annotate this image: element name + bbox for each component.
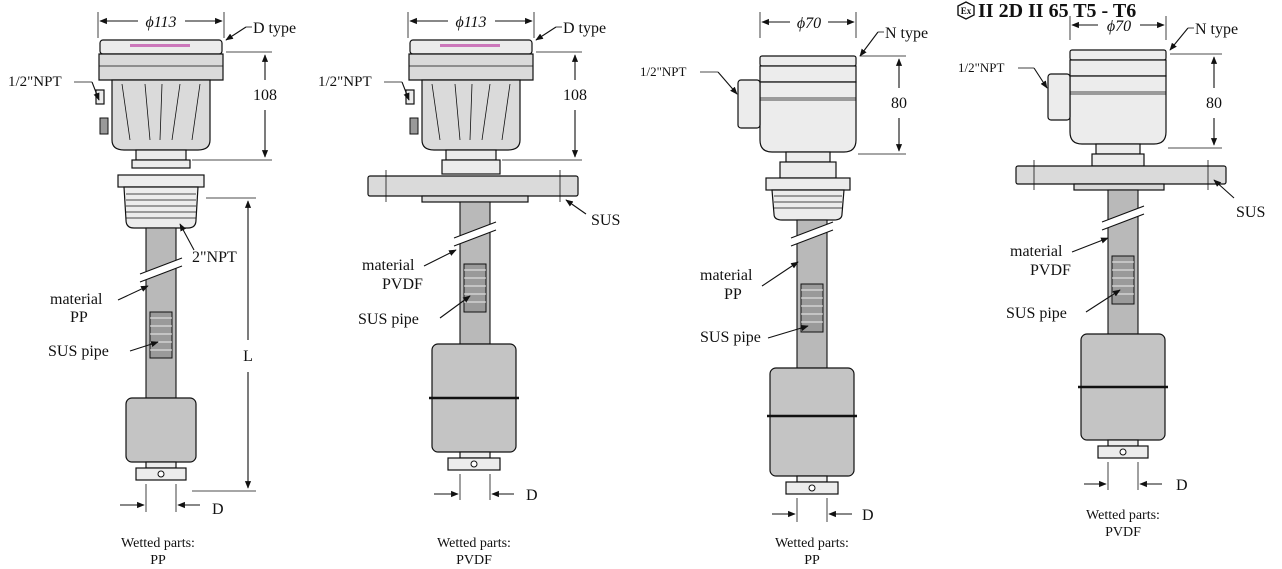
head-height-label: 80 bbox=[891, 95, 907, 112]
rod bbox=[790, 219, 834, 369]
diameter-label: ϕ113 bbox=[145, 14, 176, 31]
head-height-label: 108 bbox=[563, 87, 587, 104]
head-height-label: 80 bbox=[1206, 95, 1222, 112]
variant-d-type-pvdf: ϕ113 D type 1/2"NPT 108 bbox=[318, 12, 620, 568]
float bbox=[1078, 333, 1168, 459]
wetted-parts-label: Wetted parts: bbox=[1086, 508, 1160, 523]
wetted-parts-label: Wetted parts: bbox=[121, 536, 195, 551]
pipe-label: SUS pipe bbox=[700, 329, 761, 346]
pipe-label: SUS pipe bbox=[48, 343, 109, 360]
wetted-parts-material: PP bbox=[804, 553, 820, 568]
sus-flange bbox=[367, 170, 579, 203]
d-type-housing bbox=[95, 39, 224, 169]
wetted-parts-label: Wetted parts: bbox=[437, 536, 511, 551]
conduit-label: 1/2"NPT bbox=[8, 74, 62, 90]
rod bbox=[1101, 189, 1145, 335]
threaded-mount bbox=[117, 174, 205, 229]
ex-symbol: Ex bbox=[961, 6, 972, 16]
mount-label: SUS bbox=[591, 212, 620, 229]
rod bbox=[453, 201, 497, 345]
wetted-parts-material: PP bbox=[150, 553, 166, 568]
mount-label: 2"NPT bbox=[192, 249, 237, 266]
float-dim-label: D bbox=[526, 487, 538, 504]
rod-material: PVDF bbox=[382, 276, 423, 293]
pipe-label: SUS pipe bbox=[358, 311, 419, 328]
diameter-label: ϕ70 bbox=[797, 15, 821, 32]
head-type-label: D type bbox=[563, 20, 606, 37]
head-type-label: D type bbox=[253, 20, 296, 37]
wetted-parts-label: Wetted parts: bbox=[775, 536, 849, 551]
conduit-label: 1/2"NPT bbox=[640, 64, 687, 79]
conduit-label: 1/2"NPT bbox=[958, 60, 1005, 75]
float-dim-label: D bbox=[212, 501, 224, 518]
variant-d-type-pp: ϕ113 D type 1/2"NPT 108 bbox=[8, 12, 296, 568]
n-type-housing bbox=[1047, 49, 1167, 167]
rod-material-label: material bbox=[1010, 243, 1063, 260]
threaded-mount bbox=[765, 177, 851, 221]
n-type-housing bbox=[737, 55, 857, 179]
diameter-label: ϕ70 bbox=[1107, 18, 1131, 35]
rod-material: PP bbox=[70, 309, 88, 326]
rod bbox=[139, 227, 183, 399]
float-dim-label: D bbox=[1176, 477, 1188, 494]
ex-hexagon-icon: Ex bbox=[957, 1, 975, 20]
head-type-label: N type bbox=[885, 25, 928, 42]
wetted-parts-material: PVDF bbox=[1105, 525, 1141, 540]
wetted-parts-material: PVDF bbox=[456, 553, 492, 568]
mount-label: SUS bbox=[1236, 204, 1265, 221]
float-dim-label: D bbox=[862, 507, 874, 524]
variant-n-type-pp: ϕ70 N type 1/2"NPT 80 bbox=[640, 12, 928, 568]
certification-marking: II 2D II 65 T5 - T6 bbox=[978, 0, 1136, 22]
float bbox=[125, 397, 197, 481]
rod-material: PP bbox=[724, 286, 742, 303]
head-height-label: 108 bbox=[253, 87, 277, 104]
d-type-housing bbox=[405, 39, 534, 175]
rod-material: PVDF bbox=[1030, 262, 1071, 279]
certification-mark: Ex II 2D II 65 T5 - T6 bbox=[957, 0, 1136, 22]
length-label: L bbox=[243, 348, 253, 365]
variant-n-type-pvdf: ϕ70 N type 1/2"NPT 80 SUS bbox=[958, 16, 1265, 540]
pipe-label: SUS pipe bbox=[1006, 305, 1067, 322]
conduit-label: 1/2"NPT bbox=[318, 74, 372, 90]
rod-material-label: material bbox=[362, 257, 415, 274]
head-type-label: N type bbox=[1195, 21, 1238, 38]
diameter-label: ϕ113 bbox=[455, 14, 486, 31]
float bbox=[429, 343, 519, 471]
rod-material-label: material bbox=[700, 267, 753, 284]
float bbox=[767, 367, 857, 495]
rod-material-label: material bbox=[50, 291, 103, 308]
